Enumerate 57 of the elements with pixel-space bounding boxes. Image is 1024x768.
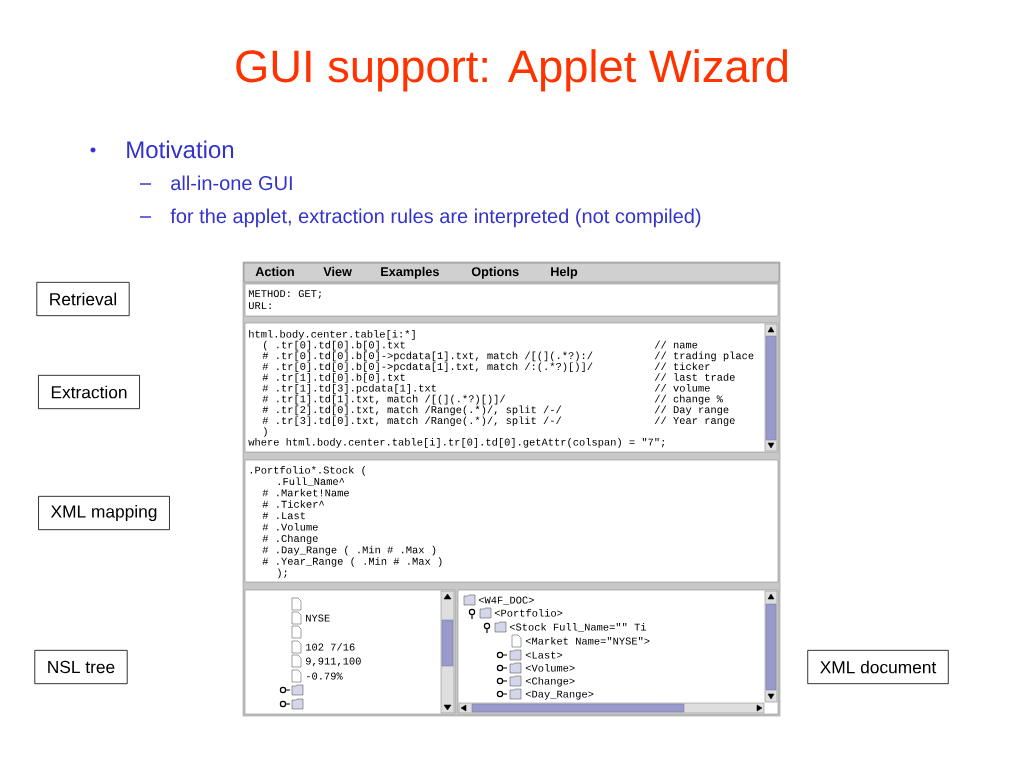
tree-item-text: 9,911,100 [306,657,361,667]
tree-item-text: <Stock Full_Name="" Ti [509,623,646,632]
code-comment: // trading place [654,351,754,362]
code-line: ( .tr[0].td[0].b[0].txt [264,340,405,351]
code-comment: // name [654,340,698,349]
code-line: ); [278,568,287,579]
code-line: # .tr[1].td[1].txt, match /[(](.*?)[)]/ [262,394,506,405]
tree-item-text: <Last> [525,651,563,659]
code-line: .Full_Name^ [278,477,345,486]
menu-item: Help [551,266,578,279]
label-box: Extraction [38,374,140,410]
bullet-text: for the applet, extraction rules are interpreted (not compiled) [170,208,701,228]
heading: GUI support: Applet Wizard [236,49,788,92]
code-line: # .tr[3].td[0].txt, match /Range(.*)/, split /-/ [262,416,562,427]
label-box: Retrieval [36,281,130,317]
code-line: html.body.center.table[i:*] [249,330,415,340]
code-line: # .Change [262,534,318,545]
code-comment: // change % [654,394,723,405]
tree-item-text: NYSE [306,614,330,622]
code-comment: // ticker [654,362,710,370]
code-comment: // Day range [654,405,729,416]
tree-item-text: <W4F_DOC> [478,596,534,605]
menu-item: Examples [381,266,439,279]
code-line: # .Last [262,512,305,520]
tree-item-text: <Portfolio> [494,609,563,617]
code-line: # .tr[0].td[0].b[0]->pcdata[1].txt, match /:(.*?)[)]/ [262,362,593,373]
tree-item-text: <Market Name="NYSE"> [525,637,650,645]
code-comment: // volume [654,384,710,392]
tree-item-text: <Volume> [525,664,575,672]
code-line: # .tr[1].td[3].pcdata[1].txt [262,384,436,394]
code-line: # .Volume [262,523,318,531]
code-line: ) [264,427,267,437]
code-line: where html.body.center.table[i].tr[0].td[0].getAttr(colspan) = "7"; [248,438,665,448]
tree-item-text: 102 7/16 [306,643,355,651]
code-line: # .tr[0].td[0].b[0]->pcdata[1].txt, match /[(](.*?):/ [262,351,593,362]
menu-item: Options [471,266,519,279]
menu-item: View [323,266,352,277]
code-comment: // Year range [654,416,735,427]
code-line: # .Year_Range ( .Min # .Max ) [262,557,442,567]
code-line: .Portfolio*.Stock ( [250,466,366,476]
code-line: # .tr[2].td[0].txt, match /Range(.*)/, split /-/ [262,405,562,416]
code-line: # .Market!Name [262,488,349,497]
tree-item-text: <Day_Range> [525,690,594,700]
menu-item: Action [255,266,294,277]
code-line: # .tr[1].td[0].b[0].txt [262,373,405,383]
bullet-text: Motivation [127,140,234,159]
code-line: # .Ticker^ [262,500,324,508]
tree-item-text: <Change> [525,677,575,687]
label-box: NSL tree [34,649,128,685]
label-box: XML mapping [38,495,170,531]
code-line: URL: [249,302,271,310]
tree-item-text: -0.79% [306,672,343,680]
code-line: METHOD: GET; [248,290,321,299]
bullet-text: all-in-one GUI [171,175,292,191]
code-comment: // last trade [654,373,735,381]
label-box: XML document [807,649,949,685]
code-line: # .Day_Range ( .Min # .Max ) [262,545,436,556]
